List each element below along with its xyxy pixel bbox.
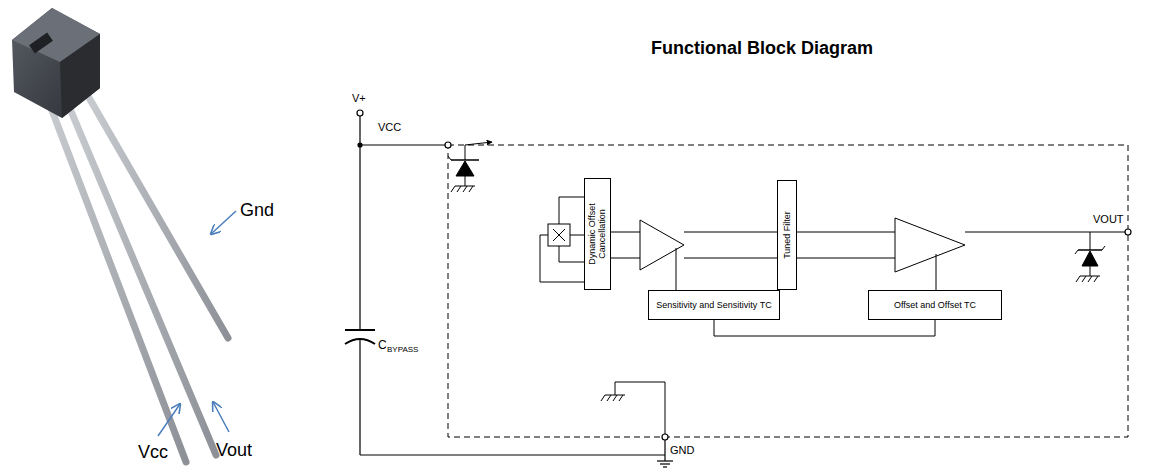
filter-block: Tuned Filter (777, 180, 797, 290)
internal-circuit (448, 142, 1125, 434)
block-label: Offset and Offset TC (894, 300, 976, 310)
pins (445, 142, 1131, 440)
supply-label: V+ (352, 92, 366, 104)
external-wiring (345, 110, 673, 467)
pin-name: Gnd (240, 200, 274, 221)
signal-wire (714, 320, 935, 336)
sensitivity-block: Sensitivity and Sensitivity TC (648, 290, 780, 320)
block-label: Tuned Filter (782, 183, 792, 287)
pin-name: VCC (378, 121, 401, 133)
pin-name: Vcc (138, 442, 168, 463)
offset-block: Offset and Offset TC (868, 290, 1002, 320)
capacitor-subscript: BYPASS (387, 345, 418, 354)
pin-name: VOUT (1093, 213, 1124, 225)
ic-outline (448, 145, 1128, 437)
capacitor-label: C (378, 338, 387, 352)
pin-arrows (158, 211, 236, 436)
pin-name: GND (670, 444, 694, 456)
sensor-illustration (12, 8, 228, 462)
block-label: Sensitivity and Sensitivity TC (656, 300, 771, 310)
offset-cancellation-block: Dynamic Offset Cancellation (584, 178, 611, 290)
diagram-title: Functional Block Diagram (651, 38, 873, 59)
pin-name: Vout (216, 440, 252, 461)
block-label: Dynamic Offset Cancellation (587, 181, 608, 287)
